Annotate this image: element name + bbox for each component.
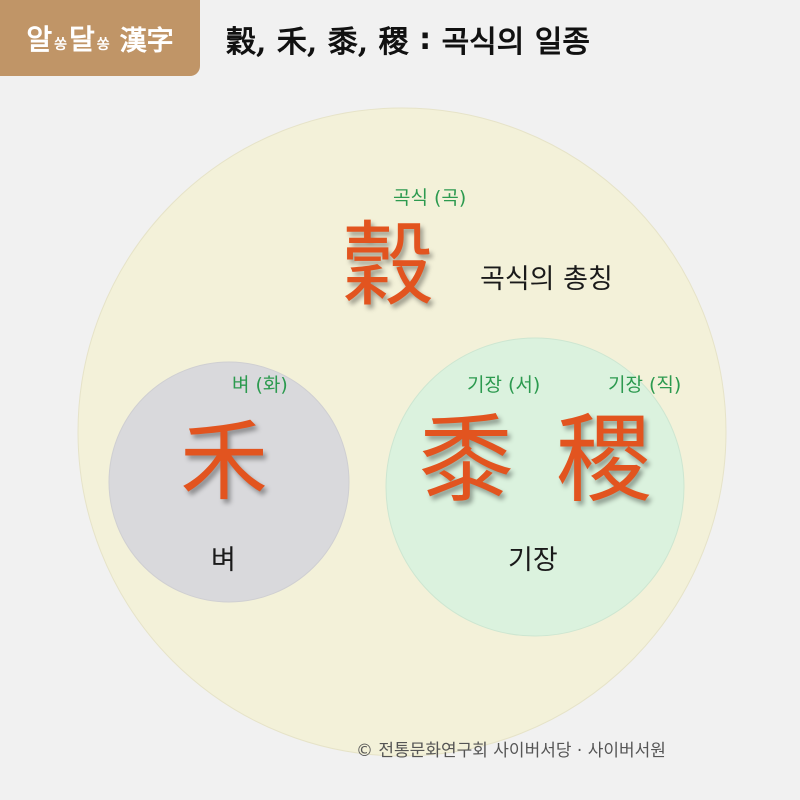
left-meaning: 벼 bbox=[211, 545, 236, 576]
badge-small-1: 쏭 bbox=[54, 37, 67, 53]
outer-hanja: 穀 bbox=[342, 212, 435, 319]
left-hanja: 禾 bbox=[180, 410, 269, 513]
right-hanja-2: 稷 bbox=[556, 404, 652, 516]
outer-reading: 곡식 (곡) bbox=[393, 187, 467, 209]
right-reading-1: 기장 (서) bbox=[467, 374, 541, 396]
outer-meaning: 곡식의 총칭 bbox=[480, 264, 613, 295]
right-circle bbox=[385, 337, 685, 637]
badge-text-2: 달 bbox=[69, 23, 95, 56]
page-title: 穀, 禾, 黍, 稷 : 곡식의 일종 bbox=[226, 14, 590, 64]
badge-small-2: 쏭 bbox=[96, 37, 110, 53]
series-badge: 알 쏭 달 쏭 漢字 bbox=[0, 0, 200, 76]
copyright-text: © 전통문화연구회 사이버서당 · 사이버서원 bbox=[356, 741, 666, 761]
right-hanja-1: 黍 bbox=[418, 404, 514, 516]
left-circle bbox=[108, 361, 350, 603]
title-text: 곡식의 일종 bbox=[441, 25, 591, 60]
left-reading: 벼 (화) bbox=[232, 374, 288, 396]
badge-text-1: 알 bbox=[26, 23, 53, 56]
badge-hanja: 漢字 bbox=[119, 25, 174, 57]
right-meaning: 기장 bbox=[508, 545, 558, 576]
title-characters: 穀, 禾, 黍, 稷 bbox=[226, 25, 409, 60]
title-separator: : bbox=[408, 21, 442, 57]
right-reading-2: 기장 (직) bbox=[608, 374, 682, 396]
